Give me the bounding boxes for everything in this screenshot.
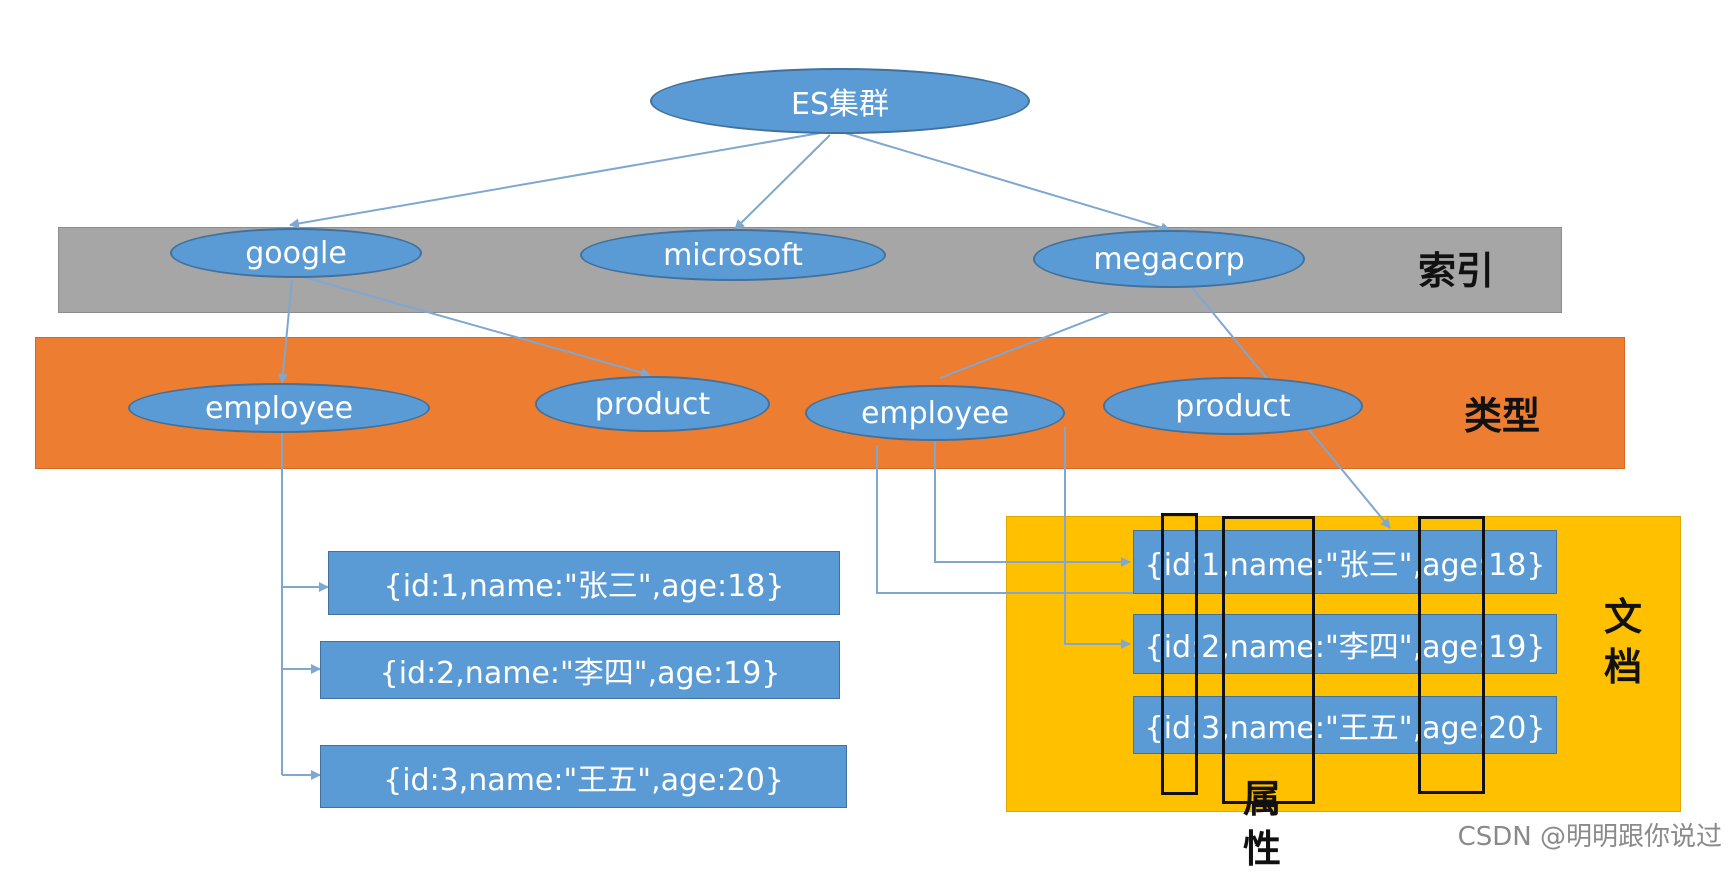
es-cluster-node: ES集群 [650,68,1030,134]
doc-right-1: {id:1,name:"张三",age:18} [1133,530,1557,594]
edge-root-microsoft [734,134,831,230]
index-google-node: google [170,228,422,278]
type-employee-node-megacorp: employee [805,385,1065,441]
csdn-watermark: CSDN @明明跟你说过 [1457,822,1722,852]
index-layer-label: 索引 [1418,249,1495,293]
type-employee-node-google: employee [128,383,430,433]
field-column-age-box [1418,516,1485,794]
edge-root-megacorp [844,132,1171,233]
type-product-node-google: product [535,376,770,432]
field-layer-label: 属性 [1242,777,1281,871]
index-megacorp-node: megacorp [1033,230,1305,288]
edge-google-product [299,275,651,378]
edge-employee-right-doc1b [876,445,1142,594]
field-column-id-box [1161,513,1198,795]
doc-left-1: {id:1,name:"张三",age:18} [328,551,840,615]
edge-root-google [289,132,821,229]
doc-right-2: {id:2,name:"李四",age:19} [1133,614,1557,674]
edge-google-employee [277,279,293,384]
field-column-name-box [1222,516,1315,804]
edge-megacorp-employee [939,311,1111,379]
index-microsoft-node: microsoft [580,229,886,281]
document-layer-label: 文档 [1603,595,1642,689]
type-layer-label: 类型 [1464,394,1541,438]
doc-right-3: {id:3,name:"王五",age:20} [1133,696,1557,754]
edge-employee-right-doc2 [1064,427,1131,649]
type-product-node-megacorp: product [1103,377,1363,435]
doc-left-2: {id:2,name:"李四",age:19} [320,641,840,699]
edge-employee-right-doc1 [934,442,1131,567]
doc-left-3: {id:3,name:"王五",age:20} [320,745,847,808]
